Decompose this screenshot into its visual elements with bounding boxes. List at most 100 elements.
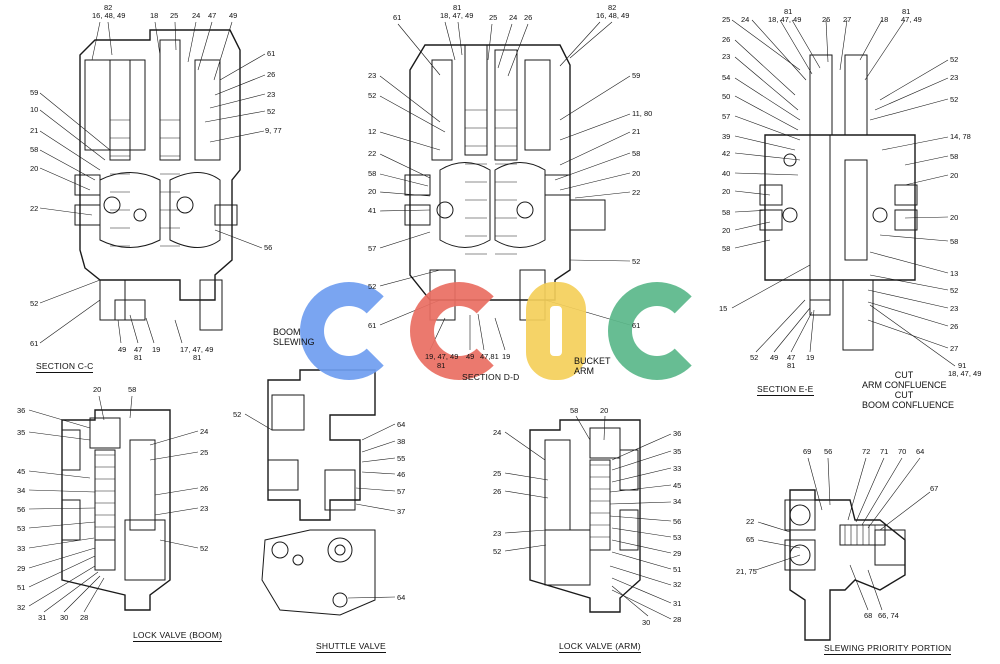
callout-label: 49 (770, 353, 779, 362)
passage (99, 172, 161, 248)
leader-line (39, 299, 101, 344)
leader-line (790, 311, 813, 353)
plug (809, 279, 831, 316)
port-circle (271, 541, 289, 559)
callout-label: 58 (950, 152, 959, 161)
leader-line (791, 19, 821, 69)
leader-line (731, 19, 801, 71)
leader-line (904, 174, 949, 186)
callout-label: 56 (17, 505, 26, 514)
callout-label: 23 (200, 504, 209, 513)
leader-line (574, 191, 631, 199)
note-bucket: BUCKET (574, 356, 611, 366)
leader-line (204, 110, 266, 123)
callout-label: 38 (397, 437, 406, 446)
note-boom: BOOM (273, 327, 301, 337)
callout-label: 39 (722, 132, 731, 141)
spool (844, 159, 868, 261)
port (404, 174, 431, 196)
leader-line (361, 457, 396, 463)
callout-label: 57 (722, 112, 731, 121)
callout-label: 52 (200, 544, 209, 553)
leader-line (149, 430, 199, 446)
caption-shuttle-valve: SHUTTLE VALVE (316, 641, 386, 653)
callout-label: 45 (17, 467, 26, 476)
callout-label: 30 (60, 613, 69, 622)
leader-line (379, 95, 446, 133)
leader-line (879, 59, 949, 101)
callout-label: 54 (722, 73, 731, 82)
leader-line (361, 440, 396, 453)
callout-label: 16, 48, 49 (92, 11, 126, 20)
leader-line (869, 251, 949, 274)
callout-label: 52 (750, 353, 759, 362)
caption-slewing-priority: SLEWING PRIORITY PORTION (824, 643, 952, 655)
leader-line (734, 39, 796, 96)
spool (94, 449, 116, 541)
callout-label: 81 (193, 353, 202, 362)
passage (169, 172, 221, 248)
leader-line (149, 451, 199, 461)
leader-line (773, 307, 811, 353)
leader-line (731, 264, 811, 309)
port (74, 204, 101, 226)
callout-label: 58 (632, 149, 641, 158)
callout-label: 22 (30, 204, 39, 213)
spool (129, 439, 156, 531)
spring-cap (874, 529, 906, 566)
leader-line (497, 23, 513, 69)
passage (494, 162, 546, 248)
callout-label: 52 (368, 91, 377, 100)
leader-line (734, 239, 771, 249)
callout-label: 52 (30, 299, 39, 308)
leader-line (734, 77, 801, 121)
leader-line (444, 21, 456, 61)
callout-label: 31 (673, 599, 682, 608)
leader-line (63, 575, 101, 613)
port (894, 209, 918, 231)
spool (194, 59, 221, 161)
callout-label: 55 (397, 454, 406, 463)
callout-label: 67 (930, 484, 939, 493)
note-bucket-arm: BUCKET ARM (574, 356, 611, 376)
callout-label: 58 (368, 169, 377, 178)
callout-label: 37 (397, 507, 406, 516)
leader-line (347, 596, 396, 599)
callout-label: 49 (466, 352, 475, 361)
leader-line (867, 289, 949, 309)
callout-label: 64 (397, 593, 406, 602)
leader-line (355, 503, 396, 512)
spool (544, 439, 571, 531)
leader-line (849, 564, 869, 611)
callout-label: 23 (368, 71, 377, 80)
callout-label: 28 (80, 613, 89, 622)
callout-label: 81 (134, 353, 143, 362)
leader-line (187, 21, 197, 63)
callout-label: 26 (722, 35, 731, 44)
spool (431, 59, 453, 161)
callout-label: 81 (787, 361, 796, 370)
note-cut-2: CUT (894, 390, 914, 400)
leader-line (174, 21, 177, 51)
callout-label: 24 (509, 13, 518, 22)
leader-line (904, 216, 949, 219)
callout-label: 26 (493, 487, 502, 496)
callout-label: 66, 74 (878, 611, 899, 620)
callout-label: 20 (632, 169, 641, 178)
callout-label: 35 (17, 428, 26, 437)
leader-line (39, 207, 93, 216)
leader-line (734, 172, 799, 176)
leader-line (734, 95, 799, 131)
leader-line (145, 317, 155, 344)
callout-label: 49 (229, 11, 238, 20)
leader-line (559, 75, 631, 121)
callout-label: 30 (642, 618, 651, 627)
callout-label: 23 (493, 529, 502, 538)
leader-line (28, 409, 91, 429)
callout-label: 27 (843, 15, 852, 24)
callout-label: 71 (880, 447, 889, 456)
leader-line (504, 544, 547, 552)
callout-label: 26 (950, 322, 959, 331)
callout-label: 49 (118, 345, 127, 354)
